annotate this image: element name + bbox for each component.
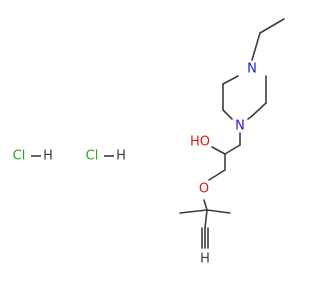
atom-hydroxyl: HO (190, 135, 210, 150)
bond-ring-n4-c-left (222, 75, 239, 85)
atom-terminal-alkyne-h: H (200, 252, 210, 267)
bond-ch2-choh (224, 144, 241, 155)
bond-cq-methyl-left (179, 209, 208, 214)
hcl-salt-2-h: H (116, 149, 126, 164)
chemical-structure: N N HO O H Cl H Cl H (13, 18, 285, 267)
bond-ethyl-ch3-ch2 (259, 18, 285, 34)
hcl-salt-1-h: H (43, 149, 53, 164)
bond-cq-alkyne-c (204, 209, 208, 229)
bond-ring-c-n1-left (222, 109, 233, 120)
hcl-salt-2-cl: Cl (86, 149, 99, 164)
bond-ch2-o (208, 169, 226, 181)
hcl-salt-1: Cl H (13, 149, 53, 164)
atom-n-ethylpiperazine: N (247, 62, 257, 77)
bond-choh-oh (211, 146, 226, 155)
bond-ring-c-n1-right (247, 115, 253, 120)
atom-ether-oxygen: O (199, 182, 209, 197)
hcl-salt-1-cl: Cl (13, 149, 26, 164)
bond-ring-c-c-right (251, 102, 267, 117)
hcl-salt-2: Cl H (86, 149, 126, 164)
bond-cq-methyl-right (206, 209, 231, 214)
bond-o-cq (203, 199, 208, 211)
bond-ethyl-ch2-n (251, 32, 261, 61)
atom-n-piperazine-linker: N (235, 119, 245, 134)
